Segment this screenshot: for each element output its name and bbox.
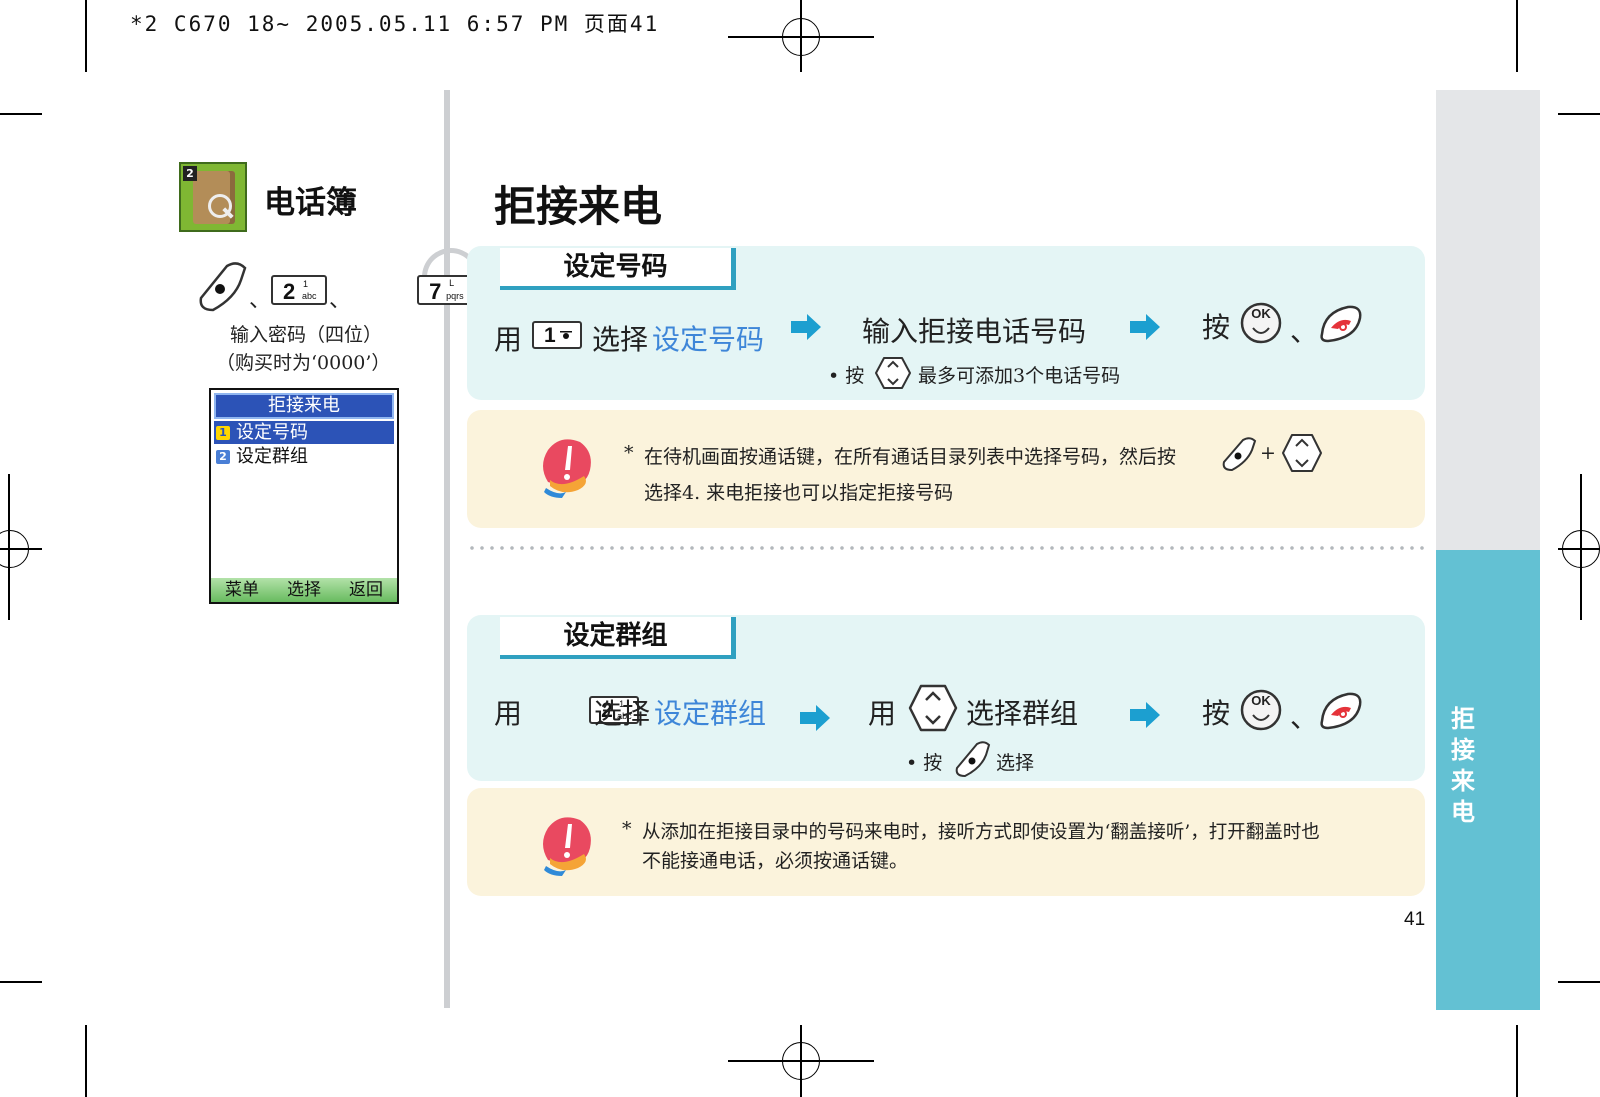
separator: 、: [1290, 315, 1319, 348]
password-instruction: 输入密码（四位）: [230, 324, 383, 346]
arrow-right-icon: [1130, 702, 1160, 728]
phone-softkey-bar: 菜单 选择 返回: [211, 578, 397, 602]
step2-text: 输入拒接电话号码: [862, 315, 1087, 348]
side-tab-accent: [1436, 550, 1540, 1010]
warning-panel: [467, 410, 1425, 528]
note-text: 最多可添加3个电话号码: [918, 365, 1121, 387]
step1-prefix: 用: [494, 323, 523, 356]
left-softkey-icon: [955, 741, 991, 778]
step3-prefix: 按: [1202, 311, 1231, 344]
warning-star: *: [624, 442, 634, 464]
ok-key-icon: OK: [1240, 302, 1282, 344]
step3-prefix: 按: [1202, 697, 1231, 730]
note-bullet: • 按: [828, 365, 865, 387]
arrow-right-icon: [800, 705, 830, 731]
left-softkey-icon: [199, 262, 247, 312]
arrow-right-icon: [1130, 314, 1160, 340]
warning-panel: [467, 788, 1425, 896]
phonebook-icon: 2: [179, 162, 247, 232]
key-2: 2 1 abc: [589, 696, 640, 724]
warning-text-line1: 在待机画面按通话键，在所有通话目录列表中选择号码，然后按: [644, 446, 1177, 468]
separator: 、: [1290, 701, 1319, 734]
step1-verb: 选择: [592, 323, 649, 356]
arrow-right-icon: [791, 314, 821, 340]
print-header: *2 C670 18~ 2005.05.11 6:57 PM 页面41: [130, 12, 660, 36]
key-2: 2 1 abc: [271, 275, 327, 305]
ok-key-icon: OK: [1240, 689, 1282, 731]
left-softkey-icon: [1222, 437, 1257, 472]
softkey-select[interactable]: 选择: [287, 580, 321, 600]
warning-text-line2: 选择4. 来电拒接也可以指定拒接号码: [644, 482, 954, 504]
softkey-back[interactable]: 返回: [349, 580, 383, 600]
nav-key-icon: [1282, 434, 1322, 472]
step2-text: 选择群组: [966, 697, 1079, 730]
warning-plus: +: [1260, 442, 1276, 464]
nav-key-icon: [908, 684, 958, 732]
step1-verb: 选择: [594, 697, 651, 730]
key-separator: 、: [249, 288, 272, 313]
key-separator: 、: [329, 288, 352, 313]
warning-icon: [543, 439, 591, 498]
end-key-icon: [1320, 692, 1362, 730]
phone-screen-title: 拒接来电: [214, 393, 394, 419]
key-1: 1: [532, 321, 582, 349]
column-divider: [444, 90, 450, 1008]
warning-text-line1: 从添加在拒接目录中的号码来电时，接听方式即使设置为‘翻盖接听’，打开翻盖时也: [642, 822, 1320, 843]
side-tab-label: 拒 接 来 电: [1451, 705, 1475, 826]
warning-star: *: [622, 818, 632, 840]
phone-menu-item[interactable]: 2 设定群组: [214, 445, 394, 468]
key-sequence: 、 2 1 abc 、 7 L pqrs: [193, 260, 474, 313]
warning-text-line2: 不能接通电话，必须按通话键。: [642, 850, 909, 872]
password-default: （购买时为‘0000’）: [216, 352, 391, 374]
page-number: 41: [1404, 909, 1426, 930]
note-text: 选择: [996, 752, 1035, 774]
end-key-icon: [1320, 305, 1362, 343]
softkey-menu[interactable]: 菜单: [225, 580, 259, 600]
side-tab-background: [1436, 90, 1540, 550]
phone-screen: 拒接来电 1 设定号码 2 设定群组 菜单 选择 返回: [209, 388, 399, 604]
step1-prefix: 用: [494, 697, 523, 730]
phone-menu-item[interactable]: 1 设定号码: [214, 421, 394, 444]
step1-option: 设定群组: [654, 697, 767, 730]
dotted-separator: [467, 546, 1425, 550]
page-title: 拒接来电: [494, 182, 663, 231]
note-bullet: • 按: [906, 752, 943, 774]
group-section-tab: 设定群组: [500, 617, 736, 659]
number-section-tab: 设定号码: [500, 248, 736, 290]
key-7: 7 L pqrs: [417, 275, 474, 305]
step1-option: 设定号码: [652, 323, 765, 356]
voicemail-icon: [560, 331, 572, 339]
nav-key-icon: [875, 357, 911, 389]
section-title: 电话簿: [264, 185, 357, 221]
warning-icon: [543, 817, 591, 876]
step2-prefix: 用: [868, 697, 897, 730]
